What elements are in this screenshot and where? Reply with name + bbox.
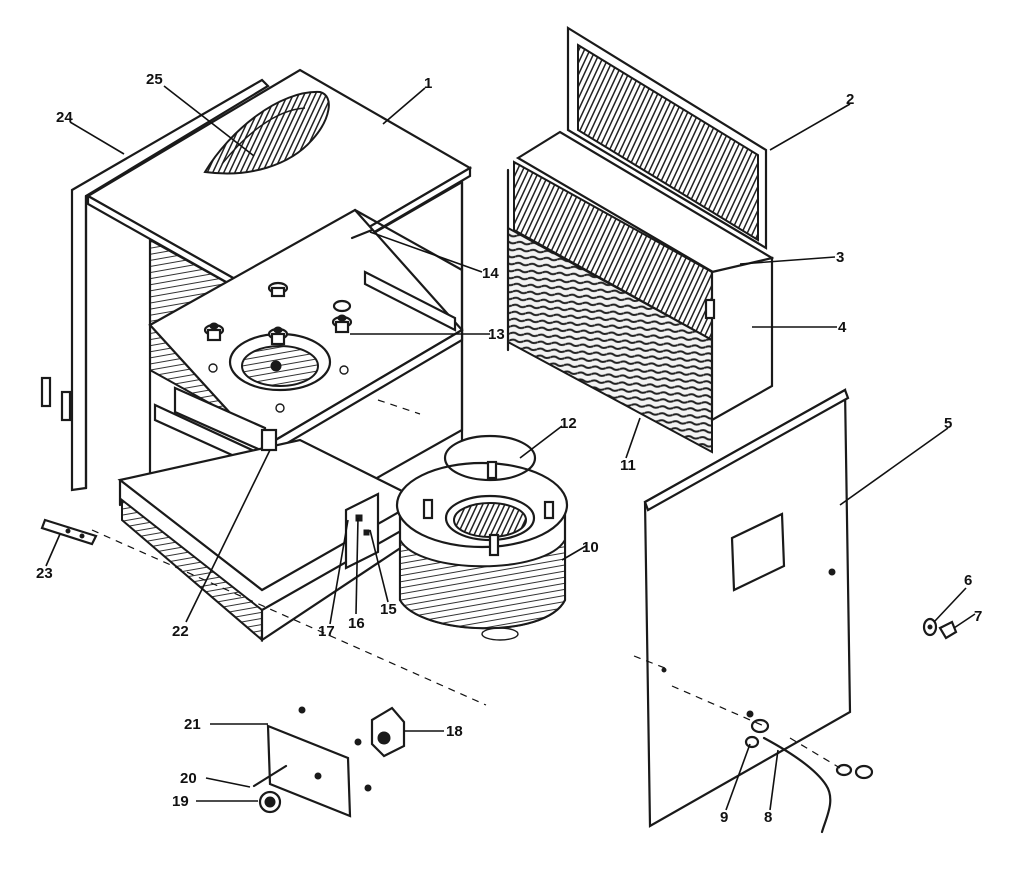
callout-20: 20: [180, 770, 197, 787]
gasket-ring: [443, 434, 537, 482]
knob-assembly: [922, 617, 958, 640]
callout-3: 3: [836, 249, 844, 266]
callout-4: 4: [838, 319, 847, 336]
callout-9: 9: [720, 809, 728, 826]
callout-11: 11: [620, 457, 636, 474]
assembly-lines: [91, 399, 841, 769]
shelf-bracket: [350, 228, 374, 240]
callout-23: 23: [36, 565, 53, 582]
mounting-grommets: [203, 281, 353, 346]
callout-13: 13: [488, 326, 505, 343]
callout-22: 22: [172, 623, 189, 640]
callout-25: 25: [146, 71, 163, 88]
callout-labels: 1 2 3 4 5 6 7 8 9 10 11 12 13 14 15 16 1…: [36, 71, 982, 826]
callout-21: 21: [184, 716, 201, 733]
cabinet-body: [117, 180, 464, 643]
top-grille: [203, 90, 330, 175]
callout-17: 17: [318, 623, 335, 640]
callout-12: 12: [560, 415, 577, 432]
front-panel: [643, 388, 852, 828]
mounting-strap: [40, 518, 98, 546]
leader-lines: [45, 85, 976, 811]
callout-14: 14: [482, 265, 499, 282]
blower-assembly: [395, 460, 569, 641]
callout-15: 15: [380, 601, 397, 618]
callout-19: 19: [172, 793, 189, 810]
callout-5: 5: [944, 415, 952, 432]
callout-10: 10: [582, 539, 599, 556]
callout-16: 16: [348, 615, 365, 632]
callout-6: 6: [964, 572, 972, 589]
callout-8: 8: [764, 809, 772, 826]
callout-7: 7: [974, 608, 982, 625]
back-filter-panel: [566, 26, 768, 250]
support-bracket: [260, 428, 278, 452]
rotary-switch: [370, 706, 406, 758]
callout-18: 18: [446, 723, 463, 740]
callout-1: 1: [424, 75, 432, 92]
callout-24: 24: [56, 109, 73, 126]
motor-bracket: [344, 492, 380, 570]
media-frame: [506, 130, 775, 454]
control-plate: [252, 706, 372, 818]
callout-2: 2: [846, 91, 854, 108]
